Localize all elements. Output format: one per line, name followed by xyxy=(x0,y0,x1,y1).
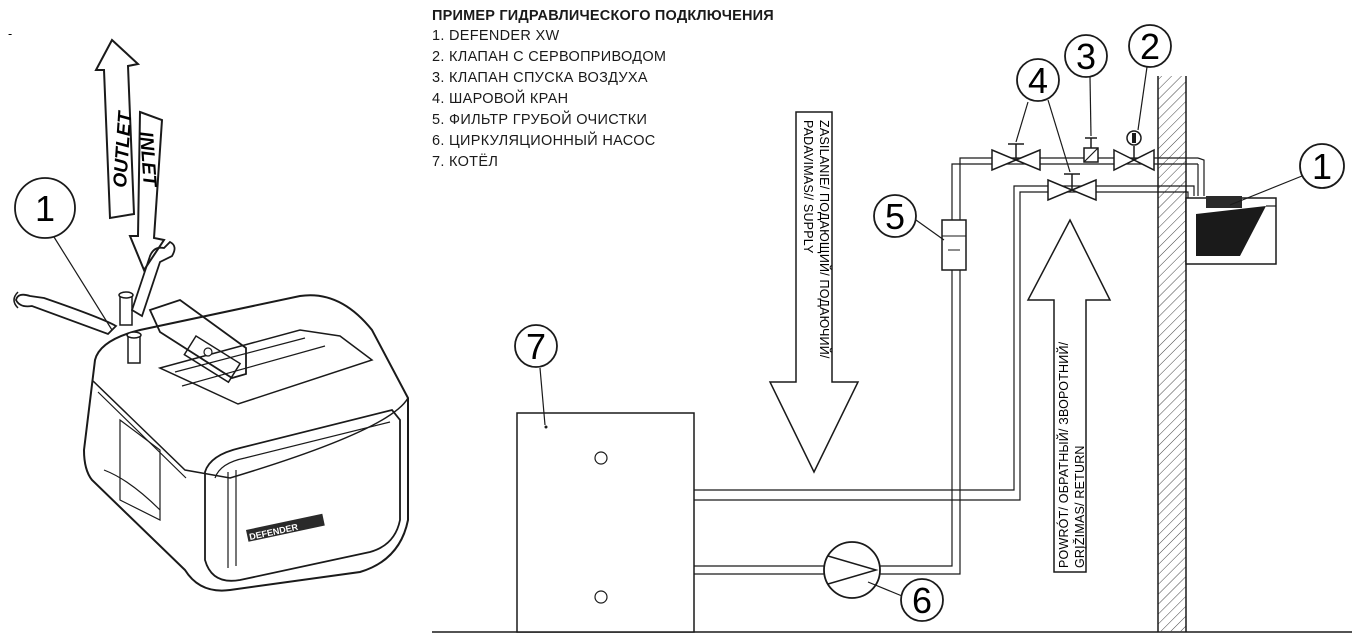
strainer xyxy=(941,219,967,271)
callout-number-3: 3 xyxy=(1076,36,1096,77)
legend-item-servo-valve: 2. КЛАПАН С СЕРВОПРИВОДОМ xyxy=(432,49,667,65)
boiler-callout-circle xyxy=(514,324,558,368)
legend-item-boiler: 7. КОТЁЛ xyxy=(432,154,499,170)
supply-label-line1: ZASILANIE/ ПОДАЮЩИЙ/ ПОДАЮЧИЙ/ xyxy=(817,120,832,359)
legend-item-circulation-pump: 6. ЦИРКУЛЯЦИОННЫЙ НАСОС xyxy=(432,133,656,149)
circulation-pump xyxy=(823,541,881,599)
air-vent-valve xyxy=(1083,137,1099,163)
wall xyxy=(1157,76,1187,632)
inlet-arrow-label: INLET xyxy=(135,131,160,189)
return-label-line1: POWRÓT/ OБРАТНЫЙ/ ЗВОРОТНИЙ/ xyxy=(1056,341,1071,568)
callout-number-2: 2 xyxy=(1140,26,1160,67)
install-illustration: DEFENDER OUTLET INLET 1 xyxy=(13,38,409,592)
return-arrow: POWRÓT/ OБРАТНЫЙ/ ЗВОРОТНИЙ/ GRĮŽIMAS/ R… xyxy=(1026,218,1112,573)
callout-number-5: 5 xyxy=(885,196,905,237)
ball-valve-top xyxy=(991,143,1041,172)
supply-arrow: ZASILANIE/ ПОДАЮЩИЙ/ ПОДАЮЧИЙ/ PADAVIMAS… xyxy=(768,111,860,474)
servo-valve xyxy=(1113,130,1155,172)
install-callout-circle xyxy=(14,177,76,239)
pipes xyxy=(694,157,1205,575)
boiler-callout-number: 7 xyxy=(526,326,546,367)
legend: ПРИМЕР ГИДРАВЛИЧЕСКОГО ПОДКЛЮЧЕНИЯ 1. DE… xyxy=(432,8,774,173)
legend-title: ПРИМЕР ГИДРАВЛИЧЕСКОГО ПОДКЛЮЧЕНИЯ xyxy=(432,8,774,24)
legend-item-strainer: 5. ФИЛЬТР ГРУБОЙ ОЧИСТКИ xyxy=(432,112,648,128)
callout-number-4: 4 xyxy=(1028,60,1048,101)
corner-mark: - xyxy=(8,27,12,41)
return-label-line2: GRĮŽIMAS/ RETURN xyxy=(1072,445,1087,568)
ball-valve-bottom xyxy=(1047,173,1097,202)
brand-plate xyxy=(245,513,325,542)
legend-item-defender: 1. DEFENDER XW xyxy=(432,28,560,44)
callout-5: 5 xyxy=(873,194,945,241)
legend-item-air-vent-valve: 3. КЛАПАН СПУСКА ВОЗДУХА xyxy=(432,70,648,86)
callout-4: 4 xyxy=(1015,58,1071,173)
callout-number-1: 1 xyxy=(1312,146,1332,187)
install-callout-number: 1 xyxy=(35,188,55,229)
callout-number-6: 6 xyxy=(912,580,932,621)
boiler xyxy=(516,412,695,633)
callout-6: 6 xyxy=(867,578,944,622)
legend-item-ball-valve: 4. ШАРОВОЙ КРАН xyxy=(432,91,569,107)
callout-2: 2 xyxy=(1128,24,1172,131)
callout-3: 3 xyxy=(1064,34,1108,137)
defender-device xyxy=(1185,196,1277,265)
supply-label-line2: PADAVIMAS// SUPPLY xyxy=(801,120,815,254)
callout-1: 1 xyxy=(1229,143,1345,206)
